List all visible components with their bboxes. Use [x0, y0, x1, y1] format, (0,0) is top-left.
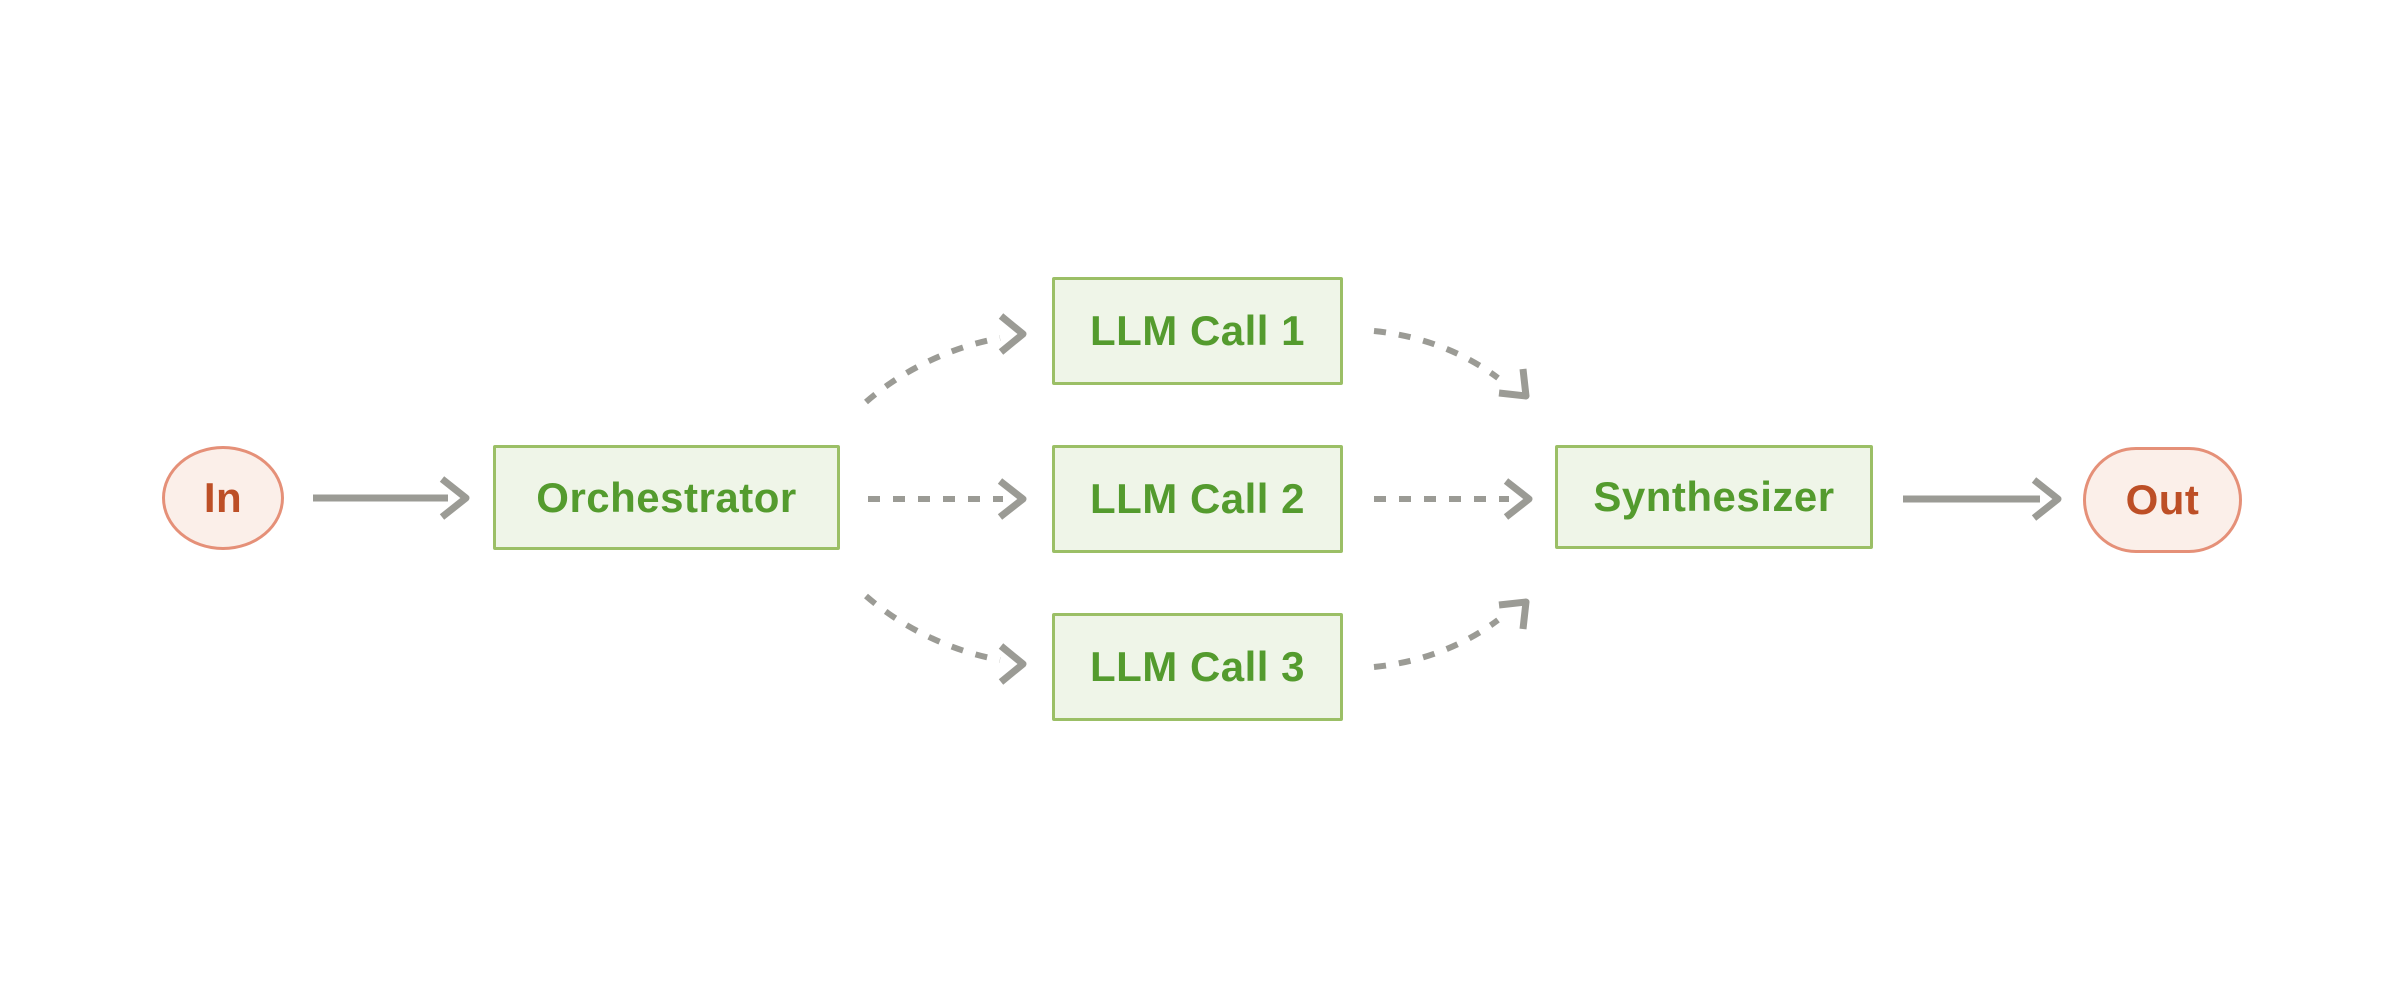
edge-orchestrator-llm1-line — [864, 335, 1001, 405]
edge-orchestrator-llm2 — [868, 478, 1027, 520]
edge-llm3-synthesizer-line — [1373, 617, 1500, 670]
arrowhead-right-icon — [998, 643, 1027, 685]
node-in-label: In — [203, 474, 243, 521]
edge-llm3-synthesizer — [1373, 598, 1530, 670]
node-out-label: Out — [2125, 476, 2200, 523]
arrowhead-right-icon — [997, 478, 1027, 520]
node-out: Out — [2083, 447, 2242, 553]
arrowhead-up-right-icon — [1498, 598, 1530, 630]
edge-synthesizer-out — [1903, 477, 2062, 521]
arrowhead-right-icon — [998, 313, 1027, 355]
node-llm-call-3: LLM Call 3 — [1052, 613, 1343, 721]
node-llm-call-1-label: LLM Call 1 — [1089, 307, 1306, 354]
arrowhead-right-icon — [439, 476, 470, 520]
arrowhead-down-right-icon — [1498, 368, 1530, 400]
node-orchestrator: Orchestrator — [493, 445, 840, 550]
edge-llm2-synthesizer — [1374, 478, 1533, 520]
node-llm-call-3-label: LLM Call 3 — [1089, 643, 1306, 690]
edge-orchestrator-llm1 — [864, 313, 1027, 405]
node-orchestrator-label: Orchestrator — [536, 473, 797, 521]
node-synthesizer-label: Synthesizer — [1593, 473, 1835, 520]
edge-in-orchestrator — [313, 476, 470, 520]
edge-orchestrator-llm3-line — [864, 593, 1001, 663]
arrowhead-right-icon — [2031, 477, 2062, 521]
arrowhead-right-icon — [1503, 478, 1533, 520]
node-in: In — [162, 446, 284, 550]
node-synthesizer: Synthesizer — [1555, 445, 1873, 549]
edge-orchestrator-llm3 — [864, 593, 1027, 685]
edge-llm1-synthesizer — [1373, 328, 1530, 400]
edge-llm1-synthesizer-line — [1373, 328, 1500, 381]
node-llm-call-2-label: LLM Call 2 — [1089, 475, 1306, 522]
node-llm-call-2: LLM Call 2 — [1052, 445, 1343, 553]
node-llm-call-1: LLM Call 1 — [1052, 277, 1343, 385]
